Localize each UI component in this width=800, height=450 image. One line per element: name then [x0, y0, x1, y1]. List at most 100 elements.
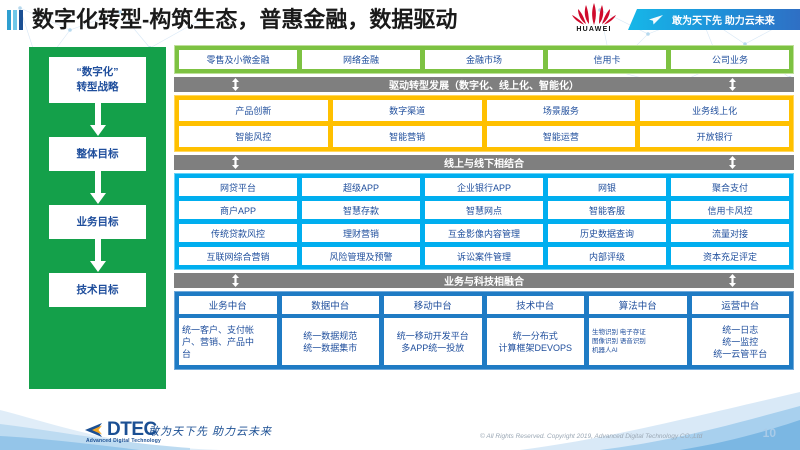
channel-item-r0c4[interactable]: 聚合支付	[671, 178, 789, 196]
divider-business-tech-fusion: 业务与科技相融合	[174, 273, 794, 288]
digital-item-r2c2[interactable]: 智能运营	[486, 126, 636, 147]
platform-body-1-line0: 统一数据规范	[303, 330, 358, 341]
channel-item-r1c0[interactable]: 商户APP	[179, 201, 297, 219]
channel-item-r0c3[interactable]: 网银	[548, 178, 666, 196]
strategy-step-3: 技术目标	[49, 273, 146, 307]
digital-item-r1c2[interactable]: 场景服务	[486, 100, 636, 121]
channel-item-r2c0[interactable]: 传统贷款风控	[179, 224, 297, 242]
divider-drive-transformation: 驱动转型发展（数字化、线上化、智能化）	[174, 77, 794, 92]
divider-online-offline: 线上与线下相结合	[174, 155, 794, 170]
huawei-wordmark: HUAWEI	[576, 26, 612, 33]
platform-head-1: 数据中台	[281, 296, 379, 314]
down-arrow-icon	[89, 171, 106, 204]
channel-item-r3c2[interactable]: 诉讼案件管理	[425, 247, 543, 265]
platform-body-0-line1: 户、营销、产品中	[182, 336, 255, 347]
dtec-tagline: Advanced Digital Technology	[86, 438, 162, 444]
platform-column-mobile[interactable]: 移动中台 统一移动开发平台 多APP统一投放	[384, 296, 482, 365]
platform-head-5: 运营中台	[691, 296, 789, 314]
business-line-0[interactable]: 零售及小微金融	[179, 50, 297, 69]
platform-body-2-line1: 多APP统一投放	[401, 342, 465, 353]
strategy-step-2-line1: 业务目标	[76, 215, 119, 228]
digital-row-2: 智能风控 智能营销 智能运营 开放银行	[179, 126, 789, 147]
channel-item-r3c3[interactable]: 内部评级	[548, 247, 666, 265]
copyright-text: © All Rights Reserved. Copyright 2019, A…	[480, 433, 703, 440]
digital-item-r2c3[interactable]: 开放银行	[640, 126, 789, 147]
dtec-wordmark: DTEC	[107, 419, 157, 440]
channel-item-r3c0[interactable]: 互联网综合营销	[179, 247, 297, 265]
channel-item-r1c3[interactable]: 智能客服	[548, 201, 666, 219]
strategy-step-0: “数字化” 转型战略	[49, 57, 146, 103]
platform-body-1: 统一数据规范 统一数据集市	[281, 318, 379, 365]
platform-body-5-line2: 统一云管平台	[713, 348, 768, 359]
paper-plane-icon	[649, 14, 663, 24]
digital-capability-band: 产品创新 数字渠道 场景服务 业务线上化 智能风控 智能营销 智能运营 开放银行	[174, 95, 794, 152]
channel-row-3: 互联网综合营销 风险管理及预警 诉讼案件管理 内部评级 资本充足评定	[179, 247, 789, 265]
platform-body-4-line0: 生物识别 电子存证	[592, 329, 646, 336]
down-arrow-icon	[89, 103, 106, 136]
digital-item-r1c0[interactable]: 产品创新	[179, 100, 328, 121]
business-line-3[interactable]: 信用卡	[548, 50, 666, 69]
business-line-4[interactable]: 公司业务	[671, 50, 789, 69]
channel-item-r1c4[interactable]: 信用卡风控	[671, 201, 789, 219]
channel-item-r2c1[interactable]: 理财营销	[302, 224, 420, 242]
slide-footer: DTEC Advanced Digital Technology 敢为天下先 助…	[0, 392, 800, 450]
dtec-arrow-icon	[85, 423, 102, 437]
digital-item-r2c1[interactable]: 智能营销	[332, 126, 482, 147]
up-down-arrow-icon	[232, 156, 239, 169]
page-title: 数字化转型-构筑生态，普惠金融，数据驱动	[32, 7, 458, 32]
architecture-stack: 零售及小微金融 网络金融 金融市场 信用卡 公司业务 驱动转型发展（数字化、线上…	[174, 45, 794, 370]
platform-body-5-line1: 统一监控	[722, 336, 759, 347]
channel-item-r3c4[interactable]: 资本充足评定	[671, 247, 789, 265]
page-number: 10	[762, 426, 776, 440]
divider-3-label: 业务与科技相融合	[444, 277, 524, 288]
platform-body-3-line0: 统一分布式	[512, 330, 558, 341]
platform-body-4-line1: 图像识别 语音识别	[592, 338, 646, 345]
channel-item-r0c2[interactable]: 企业银行APP	[425, 178, 543, 196]
divider-2-label: 线上与线下相结合	[444, 159, 524, 170]
strategy-step-0-line2: 转型战略	[76, 81, 119, 93]
platform-body-0: 统一客户、支付帐 户、营销、产品中 台	[179, 318, 277, 365]
channel-application-band: 网贷平台 超级APP 企业银行APP 网银 聚合支付 商户APP 智慧存款 智慧…	[174, 173, 794, 270]
strategy-step-1: 整体目标	[49, 137, 146, 171]
channel-item-r2c2[interactable]: 互金影像内容管理	[425, 224, 543, 242]
platform-head-3: 技术中台	[486, 296, 584, 314]
digital-item-r1c1[interactable]: 数字渠道	[332, 100, 482, 121]
channel-row-2: 传统贷款风控 理财营销 互金影像内容管理 历史数据查询 流量对接	[179, 224, 789, 242]
up-down-arrow-icon	[232, 78, 239, 91]
platform-column-data[interactable]: 数据中台 统一数据规范 统一数据集市	[281, 296, 379, 365]
channel-item-r2c3[interactable]: 历史数据查询	[548, 224, 666, 242]
digital-item-r1c3[interactable]: 业务线上化	[640, 100, 789, 121]
dtec-slogan: 敢为天下先 助力云未来	[148, 426, 273, 438]
platform-column-operations[interactable]: 运营中台 统一日志 统一监控 统一云管平台	[691, 296, 789, 365]
platform-column-algorithm[interactable]: 算法中台 生物识别 电子存证 图像识别 语音识别 机器人AI	[589, 296, 687, 365]
channel-item-r1c1[interactable]: 智慧存款	[302, 201, 420, 219]
platform-head-4: 算法中台	[589, 296, 687, 314]
channel-item-r1c2[interactable]: 智慧网点	[425, 201, 543, 219]
business-lines-row: 零售及小微金融 网络金融 金融市场 信用卡 公司业务	[179, 50, 789, 69]
platform-body-2-line0: 统一移动开发平台	[396, 330, 469, 341]
platform-head-2: 移动中台	[384, 296, 482, 314]
platform-column-business[interactable]: 业务中台 统一客户、支付帐 户、营销、产品中 台	[179, 296, 277, 365]
digital-item-r2c0[interactable]: 智能风控	[179, 126, 328, 147]
platform-body-0-line2: 台	[182, 348, 192, 359]
down-arrow-icon	[89, 239, 106, 272]
channel-item-r0c0[interactable]: 网贷平台	[179, 178, 297, 196]
platform-body-4-line2: 机器人AI	[592, 347, 618, 354]
channel-item-r2c4[interactable]: 流量对接	[671, 224, 789, 242]
platform-body-4: 生物识别 电子存证 图像识别 语音识别 机器人AI	[589, 318, 687, 365]
business-line-2[interactable]: 金融市场	[425, 50, 543, 69]
channel-row-0: 网贷平台 超级APP 企业银行APP 网银 聚合支付	[179, 178, 789, 196]
business-line-1[interactable]: 网络金融	[302, 50, 420, 69]
title-accent-bars-icon	[7, 10, 27, 30]
up-down-arrow-icon	[729, 78, 736, 91]
business-lines-band: 零售及小微金融 网络金融 金融市场 信用卡 公司业务	[174, 45, 794, 74]
strategy-left-column: “数字化” 转型战略 整体目标 业务目标 技术目标	[29, 47, 166, 389]
dtec-logo: DTEC	[84, 419, 157, 440]
digital-row-1: 产品创新 数字渠道 场景服务 业务线上化	[179, 100, 789, 121]
channel-item-r3c1[interactable]: 风险管理及预警	[302, 247, 420, 265]
strategy-step-1-line1: 整体目标	[76, 147, 119, 160]
channel-item-r0c1[interactable]: 超级APP	[302, 178, 420, 196]
channel-row-1: 商户APP 智慧存款 智慧网点 智能客服 信用卡风控	[179, 201, 789, 219]
platform-column-tech[interactable]: 技术中台 统一分布式 计算框架DEVOPS	[486, 296, 584, 365]
